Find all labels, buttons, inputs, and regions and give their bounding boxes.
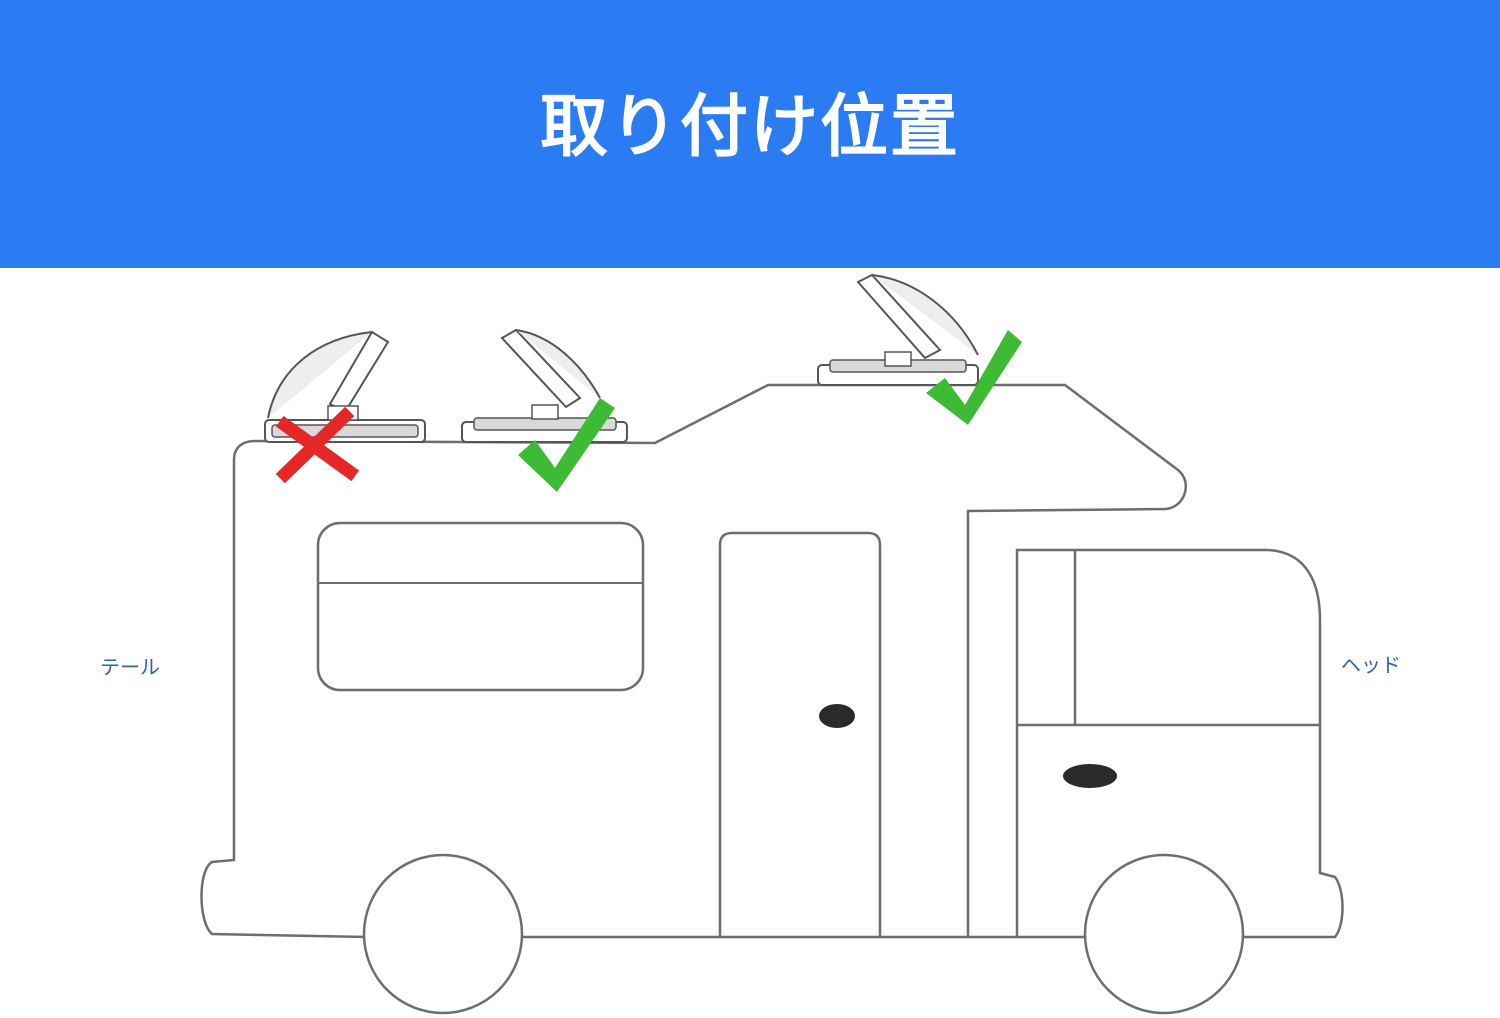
head-label: ヘッド: [1341, 653, 1401, 677]
door-handle: [819, 704, 855, 728]
tail-label: テール: [100, 655, 160, 679]
title-banner: 取り付け位置: [0, 0, 1500, 268]
check-mark-icon: [518, 398, 615, 492]
entry-door: [718, 531, 882, 937]
check-mark-icon: [926, 330, 1022, 425]
front-vent: [817, 273, 979, 386]
rear-wheel: [362, 853, 524, 1015]
cab-door-handle: [1063, 764, 1117, 788]
wrong-mark-icon: [275, 406, 360, 484]
page-title: 取り付け位置: [539, 88, 960, 167]
front-wheel: [1083, 853, 1245, 1015]
side-window: [316, 521, 645, 692]
